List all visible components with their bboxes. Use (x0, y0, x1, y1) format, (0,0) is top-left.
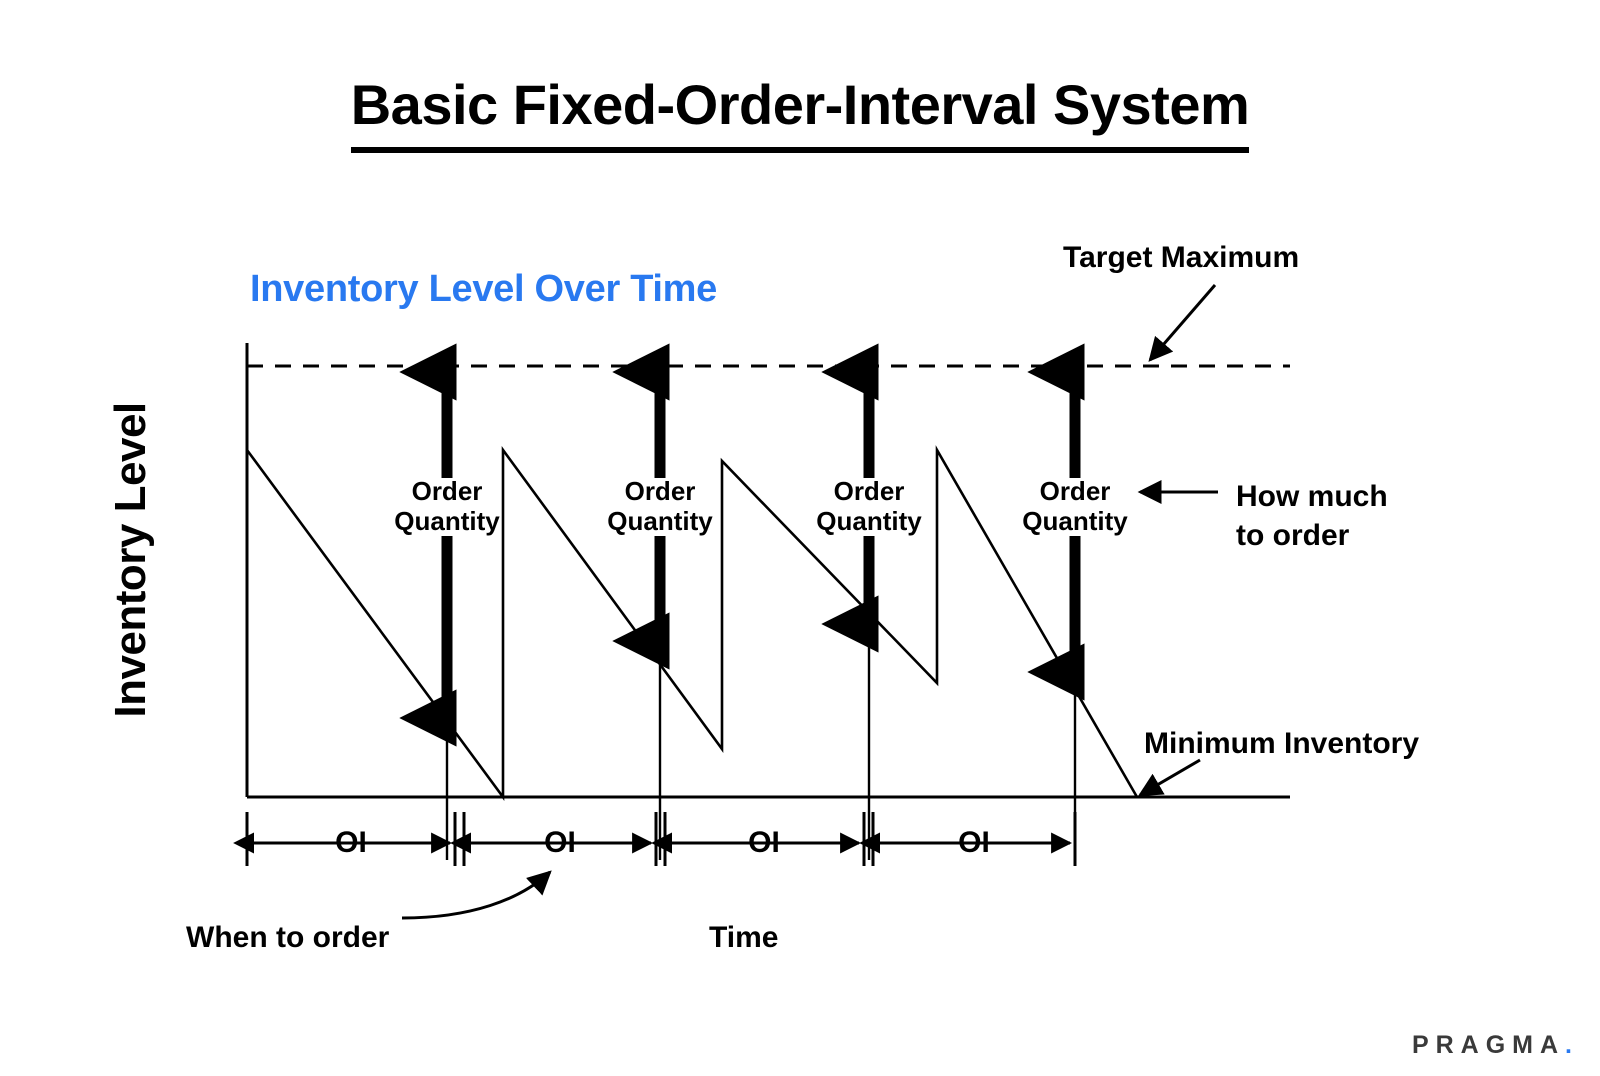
interval-label-2: OI (544, 826, 576, 859)
how-much-to-order-label: How much to order (1236, 480, 1388, 552)
inventory-level-sawtooth (245, 445, 1139, 801)
minimum-inventory-label: Minimum Inventory (1144, 727, 1420, 760)
x-axis-label: Time (709, 921, 779, 954)
interval-label-3: OI (748, 826, 780, 859)
minimum-inventory-leader-arrow (1137, 758, 1201, 797)
chart-subtitle: Inventory Level Over Time (250, 268, 717, 310)
order-quantity-label-2: Order Quantity (607, 476, 713, 536)
when-to-order-label: When to order (186, 921, 390, 954)
page-title: Basic Fixed-Order-Interval System (0, 72, 1600, 153)
target-maximum-label: Target Maximum (1063, 241, 1300, 274)
page-title-text: Basic Fixed-Order-Interval System (350, 72, 1250, 153)
order-quantity-label-4: Order Quantity (1022, 476, 1128, 536)
brand-name: PRAGMA (1411, 1031, 1566, 1059)
brand-logo: PRAGMA. (1412, 1031, 1572, 1060)
order-quantity-label-3: Order Quantity (816, 476, 922, 536)
when-to-order-leader-arrow (401, 870, 552, 920)
interval-label-4: OI (958, 826, 990, 859)
interval-label-1: OI (335, 826, 367, 859)
order-quantity-label-1: Order Quantity (394, 476, 500, 536)
brand-dot: . (1565, 1031, 1572, 1059)
target-maximum-leader-arrow (1148, 284, 1217, 362)
